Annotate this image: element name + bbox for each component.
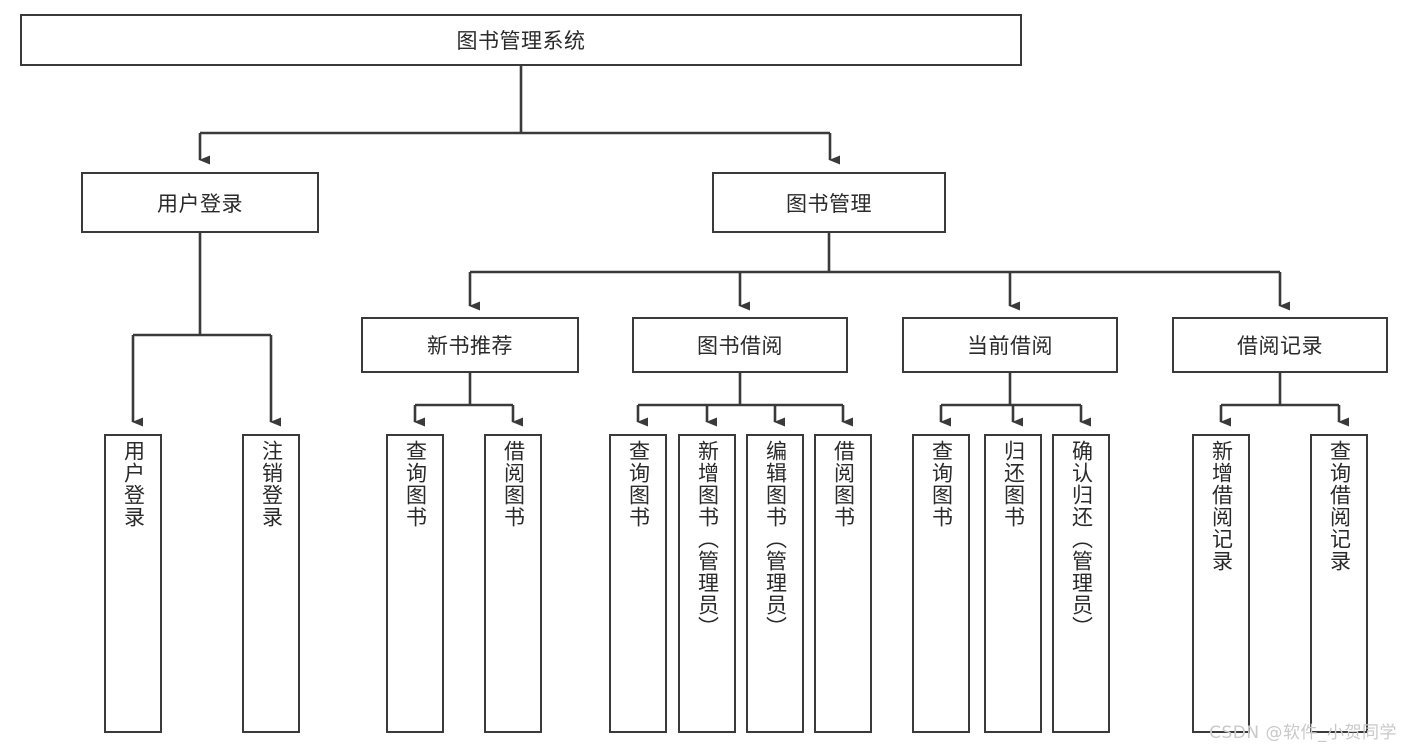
node-current-borrow[interactable]: 当前借阅: [902, 317, 1118, 373]
node-book-manage[interactable]: 图书管理: [712, 172, 946, 233]
node-leaf-user-login[interactable]: 用户登录: [104, 434, 162, 733]
node-leaf-add-book-label: 新增图书（管理员）: [695, 440, 720, 638]
node-user-login-label: 用户登录: [157, 191, 243, 216]
node-root-label: 图书管理系统: [456, 29, 586, 53]
node-leaf-borrow-book-1[interactable]: 借阅图书: [484, 434, 542, 733]
node-leaf-confirm-return-label: 确认归还（管理员）: [1069, 440, 1094, 638]
node-leaf-borrow-book-2[interactable]: 借阅图书: [814, 434, 872, 733]
csdn-watermark: CSDN @软件_小贺同学: [1209, 723, 1397, 743]
node-book-borrow-label: 图书借阅: [697, 334, 783, 358]
node-leaf-query-book-2-label: 查询图书: [626, 440, 651, 528]
node-current-borrow-label: 当前借阅: [967, 334, 1053, 358]
node-new-book-recommend-label: 新书推荐: [427, 334, 513, 358]
node-leaf-user-logout[interactable]: 注销登录: [242, 434, 300, 733]
node-borrow-record-label: 借阅记录: [1237, 334, 1323, 358]
node-leaf-query-book-3-label: 查询图书: [929, 440, 954, 528]
node-leaf-return-book[interactable]: 归还图书: [984, 434, 1042, 733]
node-user-login[interactable]: 用户登录: [81, 172, 319, 233]
node-book-borrow[interactable]: 图书借阅: [632, 317, 848, 373]
node-leaf-confirm-return[interactable]: 确认归还（管理员）: [1052, 434, 1110, 733]
node-leaf-add-record-label: 新增借阅记录: [1209, 440, 1234, 572]
node-new-book-recommend[interactable]: 新书推荐: [361, 317, 579, 373]
node-leaf-user-login-label: 用户登录: [121, 440, 146, 528]
node-leaf-borrow-book-2-label: 借阅图书: [831, 440, 856, 528]
node-book-manage-label: 图书管理: [786, 191, 872, 216]
node-root[interactable]: 图书管理系统: [20, 14, 1022, 66]
node-leaf-return-book-label: 归还图书: [1001, 440, 1026, 528]
node-leaf-add-record[interactable]: 新增借阅记录: [1192, 434, 1250, 733]
node-leaf-query-book-1-label: 查询图书: [403, 440, 428, 528]
node-leaf-query-book-1[interactable]: 查询图书: [386, 434, 444, 733]
node-leaf-query-record[interactable]: 查询借阅记录: [1310, 434, 1368, 733]
node-leaf-add-book[interactable]: 新增图书（管理员）: [678, 434, 736, 733]
node-leaf-borrow-book-1-label: 借阅图书: [501, 440, 526, 528]
node-leaf-query-record-label: 查询借阅记录: [1327, 440, 1352, 572]
node-borrow-record[interactable]: 借阅记录: [1172, 317, 1388, 373]
node-leaf-user-logout-label: 注销登录: [259, 440, 284, 528]
node-leaf-edit-book-label: 编辑图书（管理员）: [763, 440, 788, 638]
node-leaf-query-book-2[interactable]: 查询图书: [609, 434, 667, 733]
node-leaf-edit-book[interactable]: 编辑图书（管理员）: [746, 434, 804, 733]
node-leaf-query-book-3[interactable]: 查询图书: [912, 434, 970, 733]
